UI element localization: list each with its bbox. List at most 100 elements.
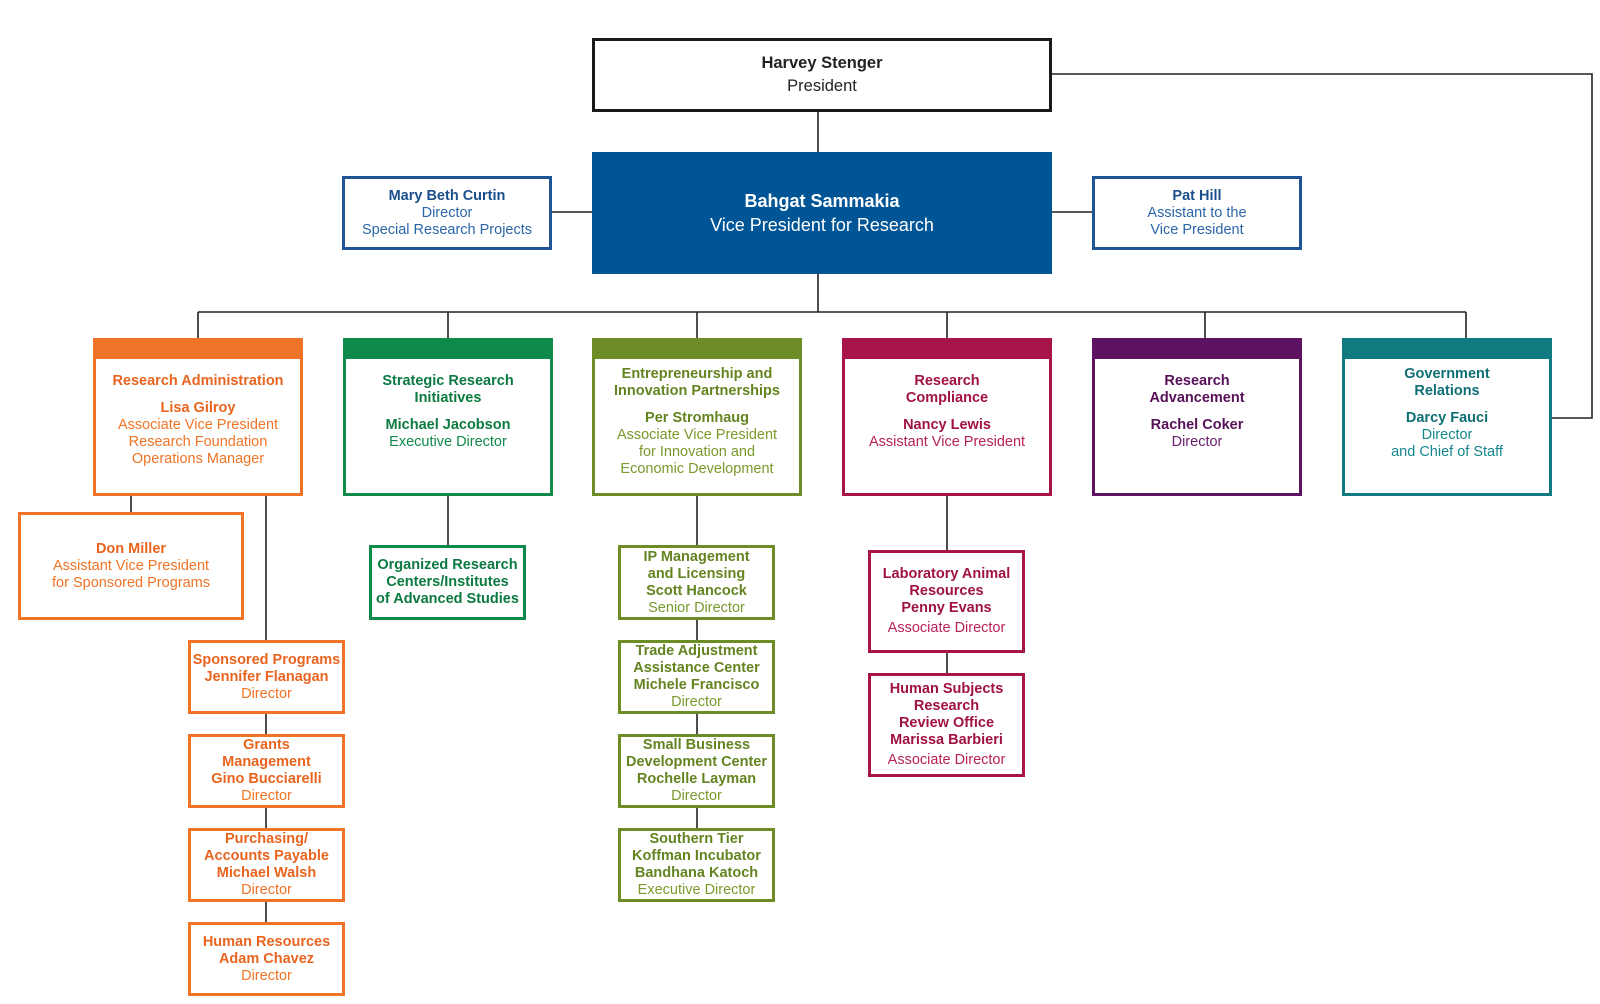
unit-label: Laboratory Animal [882,566,1011,582]
dept-leader-title: Operations Manager [131,451,265,467]
unit-purchasing: Purchasing/ Accounts Payable Michael Wal… [188,828,345,902]
dept-leader-title: for Innovation and [638,444,756,460]
dept-leader-title: Associate Vice President [117,417,279,433]
unit-label: Organized Research [377,557,518,573]
unit-leader-name: Penny Evans [901,600,992,616]
dept-entrepreneurship: Entrepreneurship and Innovation Partners… [592,338,802,496]
unit-ip-management: IP Management and Licensing Scott Hancoc… [618,545,775,620]
unit-label: of Advanced Studies [376,591,519,607]
unit-label: Southern Tier [649,831,744,847]
dept-strategic-research: Strategic Research Initiatives Michael J… [343,338,553,496]
unit-leader-name: Gino Bucciarelli [211,771,322,787]
unit-label: IP Management [643,548,750,565]
president-title: President [787,77,857,95]
vp-title: Vice President for Research [710,215,934,235]
dept-heading: Entrepreneurship and [621,366,773,382]
unit-leader-title: Associate Director [887,752,1006,768]
unit-koffman-incubator: Southern Tier Koffman Incubator Bandhana… [618,828,775,902]
unit-leader-title: Director [671,788,722,804]
unit-leader-name: Don Miller [95,540,167,557]
dept-leader-name: Darcy Fauci [1405,410,1489,426]
unit-label: Accounts Payable [204,848,329,864]
special-projects-box: Mary Beth Curtin Director Special Resear… [342,176,552,250]
assistant-box: Pat Hill Assistant to the Vice President [1092,176,1302,250]
staff-title-line: Special Research Projects [361,221,533,238]
unit-label: Trade Adjustment [635,643,758,659]
dept-heading: Relations [1414,383,1480,399]
unit-label: Resources [909,583,984,599]
dept-leader-title: and Chief of Staff [1391,444,1503,460]
unit-leader-title: Executive Director [637,882,756,898]
dept-leader-title: Director [1421,427,1473,443]
vp-box: Bahgat Sammakia Vice President for Resea… [592,152,1052,274]
unit-leader-name: Scott Hancock [646,582,747,599]
unit-leader-title: Director [241,788,292,804]
dept-heading: Government [1404,366,1490,382]
dept-heading: Advancement [1149,390,1245,406]
dept-research-administration: Research Administration Lisa Gilroy Asso… [93,338,303,496]
dept-heading: Compliance [905,390,989,406]
unit-label: Purchasing/ [225,831,308,847]
unit-leader-name: Rochelle Layman [636,771,757,787]
vp-name: Bahgat Sammakia [744,191,900,211]
unit-grants-management: Grants Management Gino Bucciarelli Direc… [188,734,345,808]
unit-label: Koffman Incubator [632,848,761,864]
dept-heading: Research [914,373,980,389]
dept-heading: Research [1164,373,1230,389]
unit-trade-adjustment: Trade Adjustment Assistance Center Miche… [618,640,775,714]
staff-name: Pat Hill [1172,187,1222,204]
unit-leader-name: Michael Walsh [216,865,317,881]
president-name: Harvey Stenger [761,54,883,72]
unit-label: Human Resources [202,933,331,950]
dept-leader-title: Research Foundation [128,434,268,450]
unit-label: Sponsored Programs [192,651,341,668]
dept-government-relations: Government Relations Darcy Fauci Directo… [1342,338,1552,496]
unit-label: Grants [243,737,290,753]
unit-small-business: Small Business Development Center Rochel… [618,734,775,808]
dept-heading: Research Administration [112,373,284,389]
staff-title-line: Assistant to the [1147,204,1247,221]
staff-name: Mary Beth Curtin [388,187,506,204]
unit-label: Management [222,754,311,770]
unit-leader-name: Marissa Barbieri [890,732,1003,748]
dept-leader-title: Economic Development [620,461,774,477]
unit-organized-research: Organized Research Centers/Institutes of… [369,545,526,620]
unit-label: Small Business [642,737,751,753]
unit-sponsored-programs: Sponsored Programs Jennifer Flanagan Dir… [188,640,345,714]
unit-leader-title: Director [241,967,292,984]
unit-label: Assistance Center [633,660,760,676]
unit-laboratory-animal: Laboratory Animal Resources Penny Evans … [868,550,1025,653]
dept-leader-title: Assistant Vice President [868,434,1026,450]
dept-leader-name: Per Stromhaug [645,410,749,426]
unit-leader-name: Bandhana Katoch [634,865,759,881]
staff-title-line: Director [421,204,473,221]
unit-label: and Licensing [647,565,746,582]
unit-label: Review Office [898,715,995,731]
unit-leader-title: Assistant Vice President [52,557,210,574]
dept-heading: Initiatives [414,390,482,406]
dept-heading: Innovation Partnerships [614,383,780,399]
unit-don-miller: Don Miller Assistant Vice President for … [18,512,244,620]
dept-leader-title: Director [1171,434,1223,450]
unit-label: Research [913,698,980,714]
unit-leader-title: Senior Director [648,599,745,616]
unit-label: Centers/Institutes [386,574,509,590]
dept-leader-name: Lisa Gilroy [160,400,236,416]
staff-title-line: Vice President [1150,221,1244,238]
unit-leader-name: Jennifer Flanagan [204,668,329,685]
dept-leader-name: Nancy Lewis [903,417,991,433]
unit-human-subjects: Human Subjects Research Review Office Ma… [868,673,1025,777]
unit-leader-title: Associate Director [887,620,1006,636]
dept-leader-title: Executive Director [389,434,507,450]
unit-leader-name: Adam Chavez [218,950,315,967]
president-box: Harvey Stenger President [592,38,1052,112]
dept-leader-name: Michael Jacobson [385,417,511,433]
dept-leader-name: Rachel Coker [1150,417,1244,433]
unit-label: Development Center [625,754,767,770]
dept-research-compliance: Research Compliance Nancy Lewis Assistan… [842,338,1052,496]
dept-leader-title: Associate Vice President [616,427,778,443]
unit-leader-title: Director [671,694,722,710]
unit-leader-name: Michele Francisco [633,677,760,693]
